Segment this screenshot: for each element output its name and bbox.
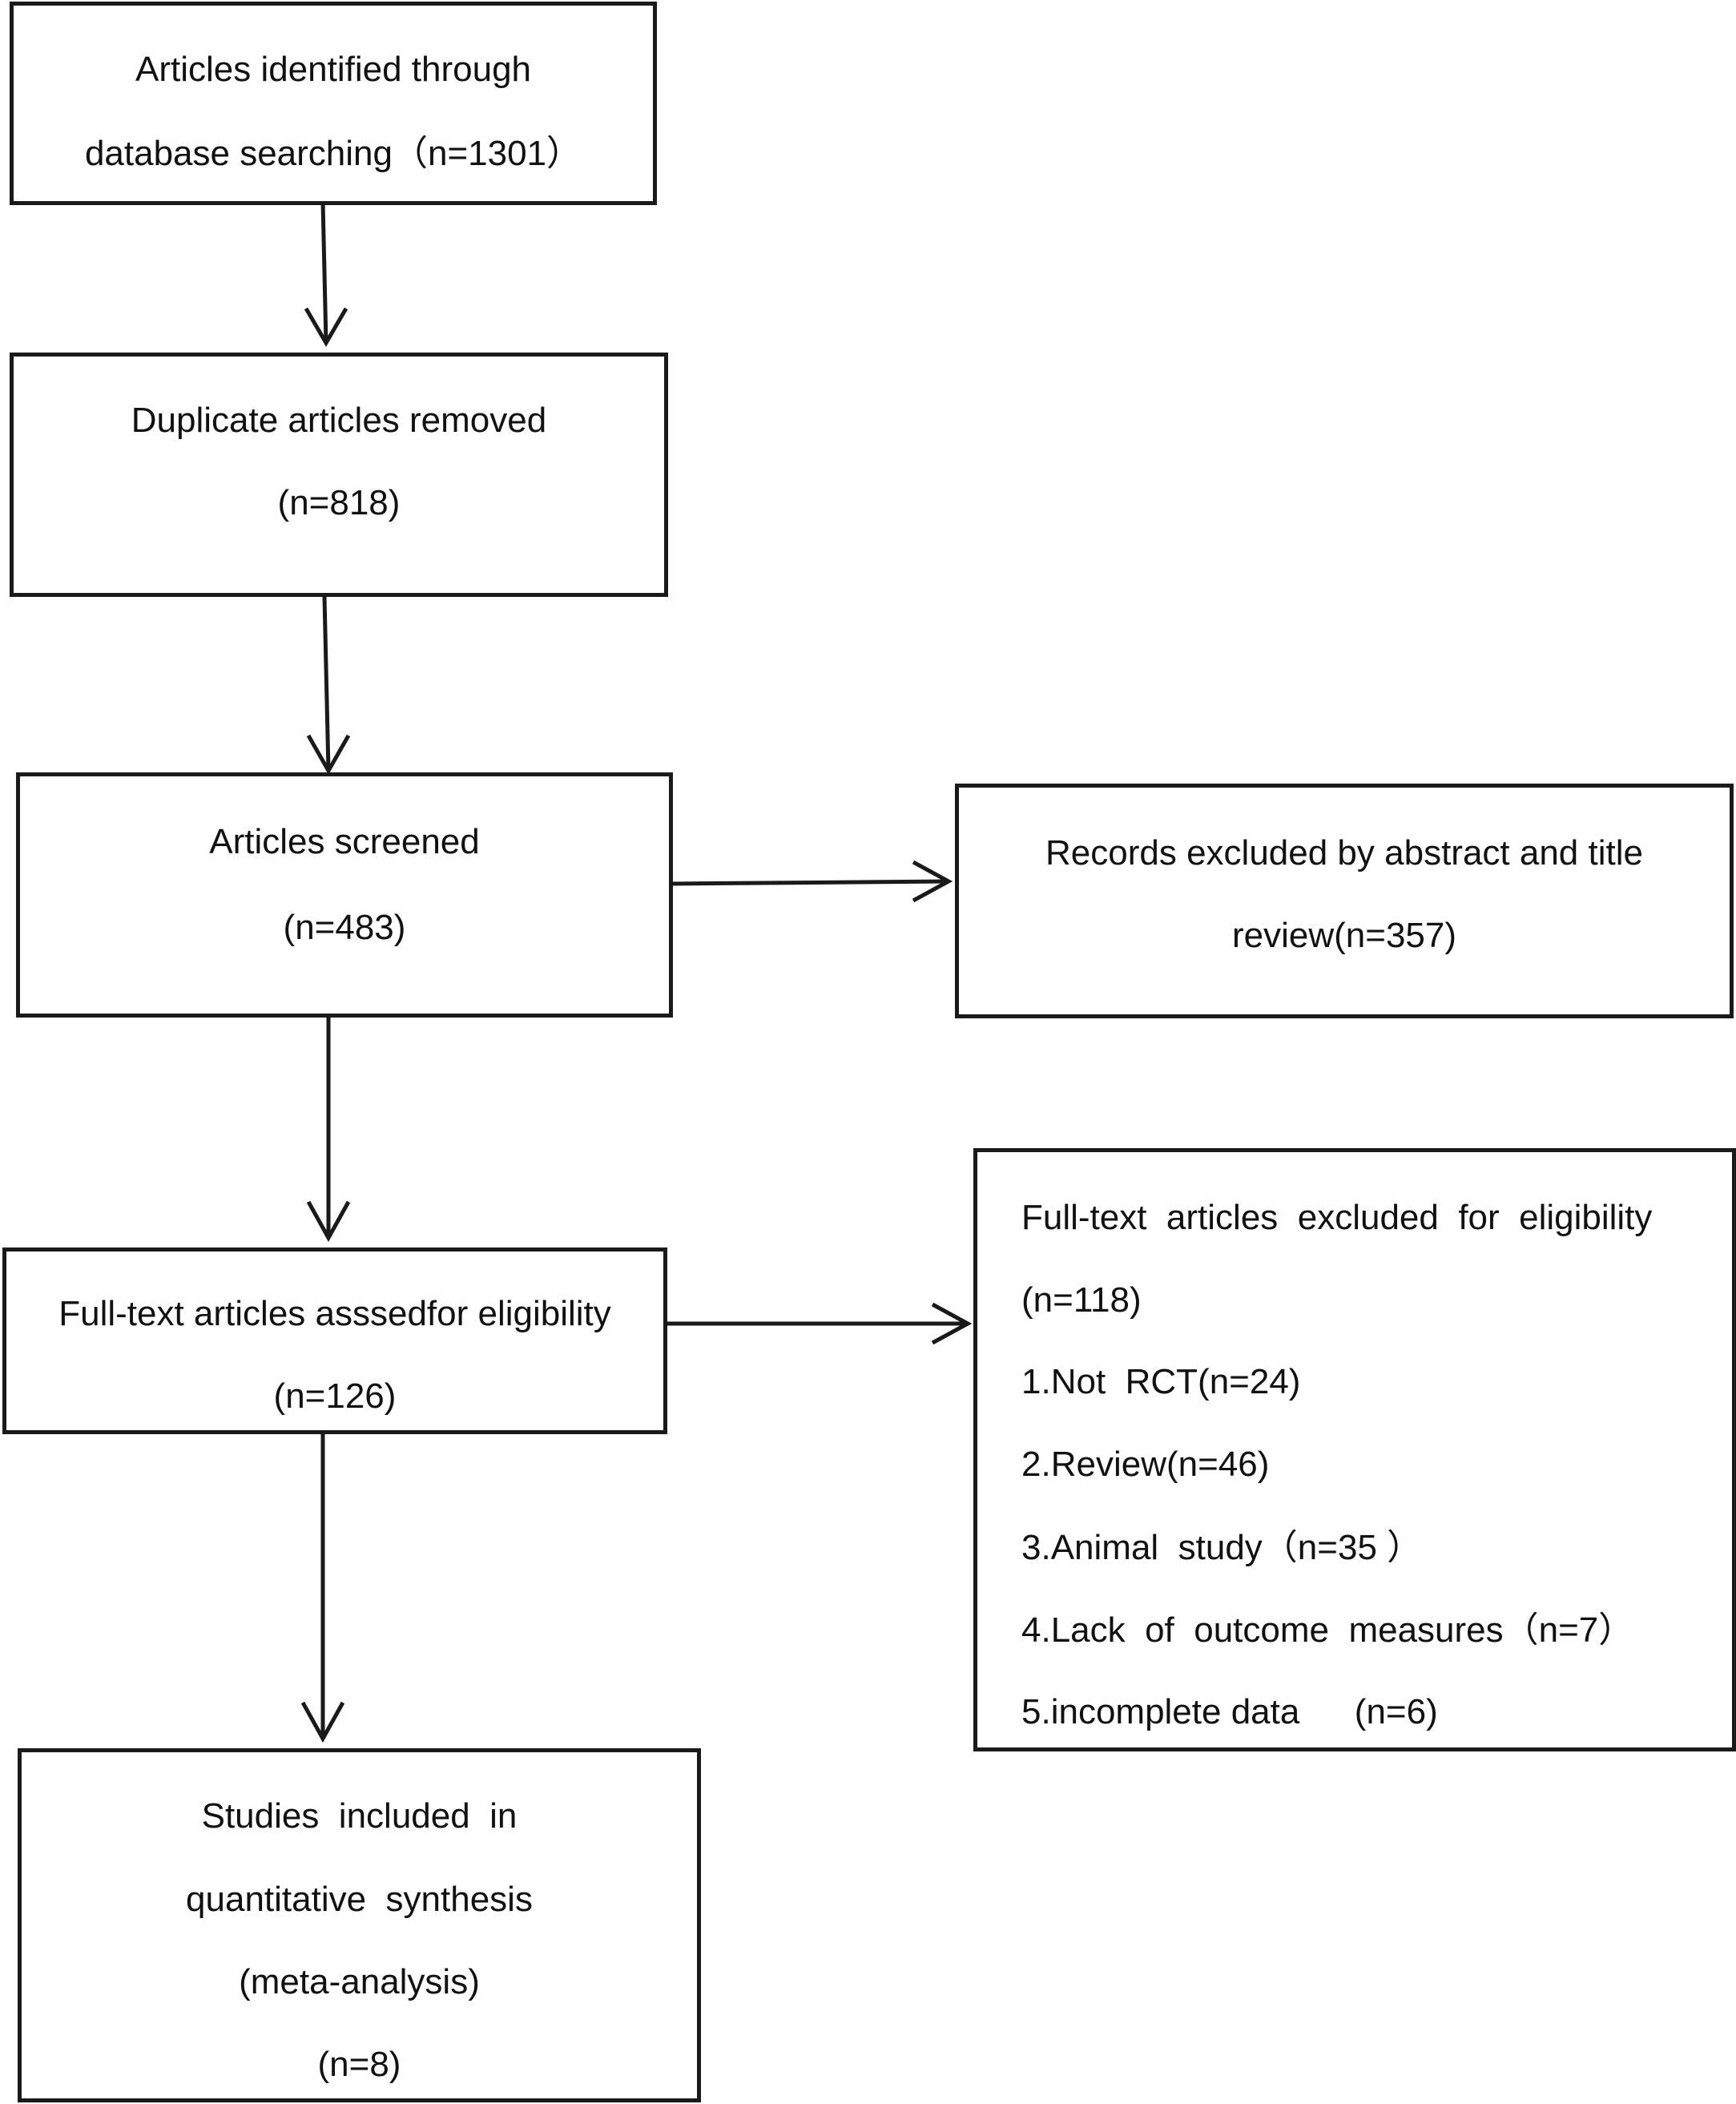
- identified-line-2: database searching（n=1301）: [84, 134, 582, 173]
- duplicates-line-1: Duplicate articles removed: [131, 401, 547, 440]
- fulltext-line-2: (n=126): [273, 1376, 397, 1416]
- identified-line-1: Articles identified through: [135, 50, 532, 89]
- excluded-fulltext-line-2: (n=118): [1021, 1280, 1142, 1320]
- arrow-screened-to-fulltext: [306, 1018, 351, 1243]
- arrow-fulltext-to-excluded: [667, 1302, 973, 1345]
- screened-box: Articles screened (n=483): [16, 772, 673, 1018]
- screened-line-1: Articles screened: [209, 822, 480, 861]
- identified-box: Articles identified through database sea…: [10, 2, 657, 205]
- excluded-abstract-line-2: review(n=357): [1231, 916, 1457, 955]
- excluded-reason-4: 4.Lack of outcome measures（n=7）: [1021, 1610, 1634, 1650]
- included-line-1: Studies included in: [201, 1796, 518, 1836]
- arrow-identified-to-duplicates: [304, 201, 348, 347]
- screened-line-2: (n=483): [283, 908, 406, 947]
- included-line-2: quantitative synthesis: [186, 1880, 533, 1919]
- included-line-3: (meta-analysis): [239, 1962, 480, 2001]
- excluded-abstract-box: Records excluded by abstract and title r…: [955, 784, 1734, 1018]
- fulltext-box: Full-text articles asssedfor eligibility…: [2, 1247, 667, 1434]
- duplicates-box: Duplicate articles removed (n=818): [10, 353, 668, 597]
- arrow-fulltext-to-included: [300, 1434, 345, 1743]
- excluded-reason-5: 5.incomplete data (n=6): [1021, 1692, 1438, 1731]
- arrow-screened-to-excluded: [671, 860, 953, 903]
- included-box: Studies included in quantitative synthes…: [18, 1748, 701, 2102]
- excluded-reason-1: 1.Not RCT(n=24): [1021, 1362, 1301, 1401]
- excluded-abstract-line-1: Records excluded by abstract and title: [1045, 833, 1643, 873]
- arrow-duplicates-to-screened: [306, 596, 351, 776]
- fulltext-line-1: Full-text articles asssedfor eligibility: [58, 1294, 611, 1333]
- included-line-4: (n=8): [317, 2045, 401, 2084]
- excluded-reason-2: 2.Review(n=46): [1021, 1445, 1270, 1484]
- duplicates-line-2: (n=818): [277, 483, 401, 522]
- excluded-reason-3: 3.Animal study（n=35 ）: [1021, 1528, 1423, 1567]
- excluded-fulltext-box: Full-text articles excluded for eligibil…: [973, 1148, 1736, 1751]
- excluded-fulltext-line-1: Full-text articles excluded for eligibil…: [1021, 1198, 1653, 1237]
